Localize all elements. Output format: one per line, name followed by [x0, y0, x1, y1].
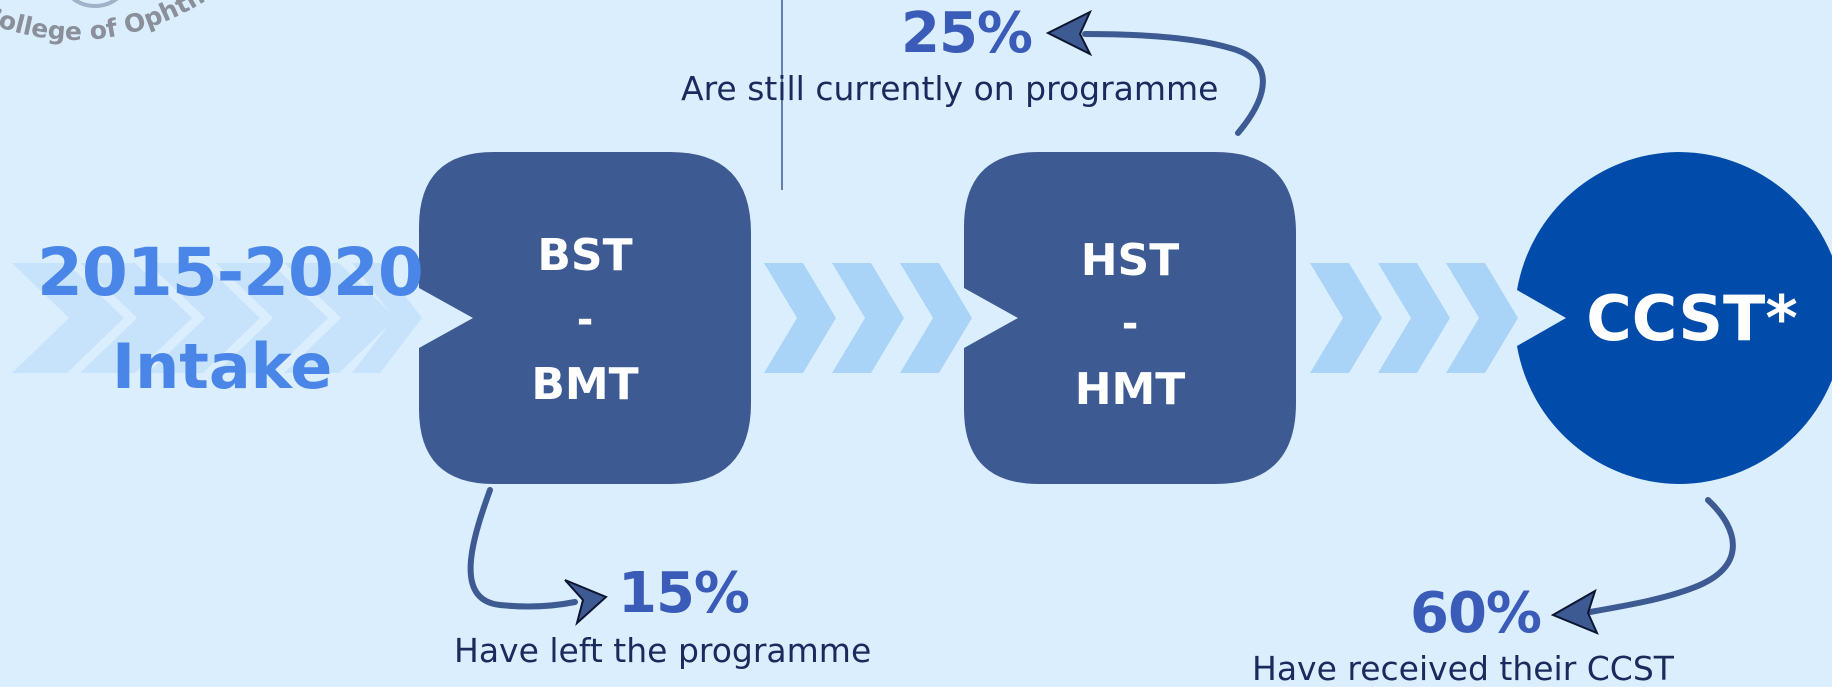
arrowhead	[1550, 588, 1599, 635]
arrow-to-current-programme	[1045, 9, 1266, 136]
chevron	[148, 263, 260, 373]
chevrons-bst-to-hst	[764, 263, 972, 373]
outcome-current-caption: Are still currently on programme	[681, 69, 1219, 108]
logo-text-path: College of Ophthalmologists	[0, 0, 224, 46]
stage-hst-top: HST	[1080, 235, 1180, 286]
chevron	[80, 263, 192, 373]
arrow-to-received-ccst	[1550, 497, 1736, 635]
chevron	[352, 263, 422, 373]
stage-bst-top: BST	[537, 230, 633, 281]
chevron	[764, 263, 836, 373]
chevron	[216, 263, 328, 373]
stage-hst-dash: -	[1121, 301, 1139, 347]
college-logo: College of Ophthalmologists	[0, 0, 224, 46]
stage-box-bst	[419, 152, 751, 484]
outcome-left-percent: 15%	[618, 561, 750, 626]
chevron	[1310, 263, 1382, 373]
arrow-to-left-programme	[467, 487, 608, 626]
outcome-received-caption: Have received their CCST	[1252, 649, 1674, 687]
logo-text: College of Ophthalmologists	[0, 0, 224, 46]
chevron	[284, 263, 396, 373]
stage-hst-bottom: HMT	[1074, 364, 1186, 415]
stage-box-hst	[964, 152, 1296, 484]
chevrons-hst-to-ccst	[1310, 263, 1518, 373]
chevron	[12, 263, 124, 373]
intake-label: Intake	[112, 330, 333, 403]
intake-years: 2015-2020	[37, 234, 424, 311]
intake-chevron-trail	[12, 263, 422, 373]
outcome-current-percent: 25%	[901, 1, 1033, 66]
logo-ring	[71, 0, 119, 8]
chevron	[832, 263, 904, 373]
arrowhead	[1045, 9, 1093, 57]
chevron	[1446, 263, 1518, 373]
stage-ccst-label: CCST*	[1586, 282, 1798, 355]
stage-bst-dash: -	[576, 297, 594, 343]
outcome-received-percent: 60%	[1410, 581, 1542, 646]
outcome-left-caption: Have left the programme	[454, 631, 872, 670]
chevron	[1378, 263, 1450, 373]
stage-bst-bottom: BMT	[531, 359, 639, 410]
stage-circle-ccst	[1517, 152, 1832, 484]
chevron	[900, 263, 972, 373]
arrowhead	[564, 579, 608, 626]
